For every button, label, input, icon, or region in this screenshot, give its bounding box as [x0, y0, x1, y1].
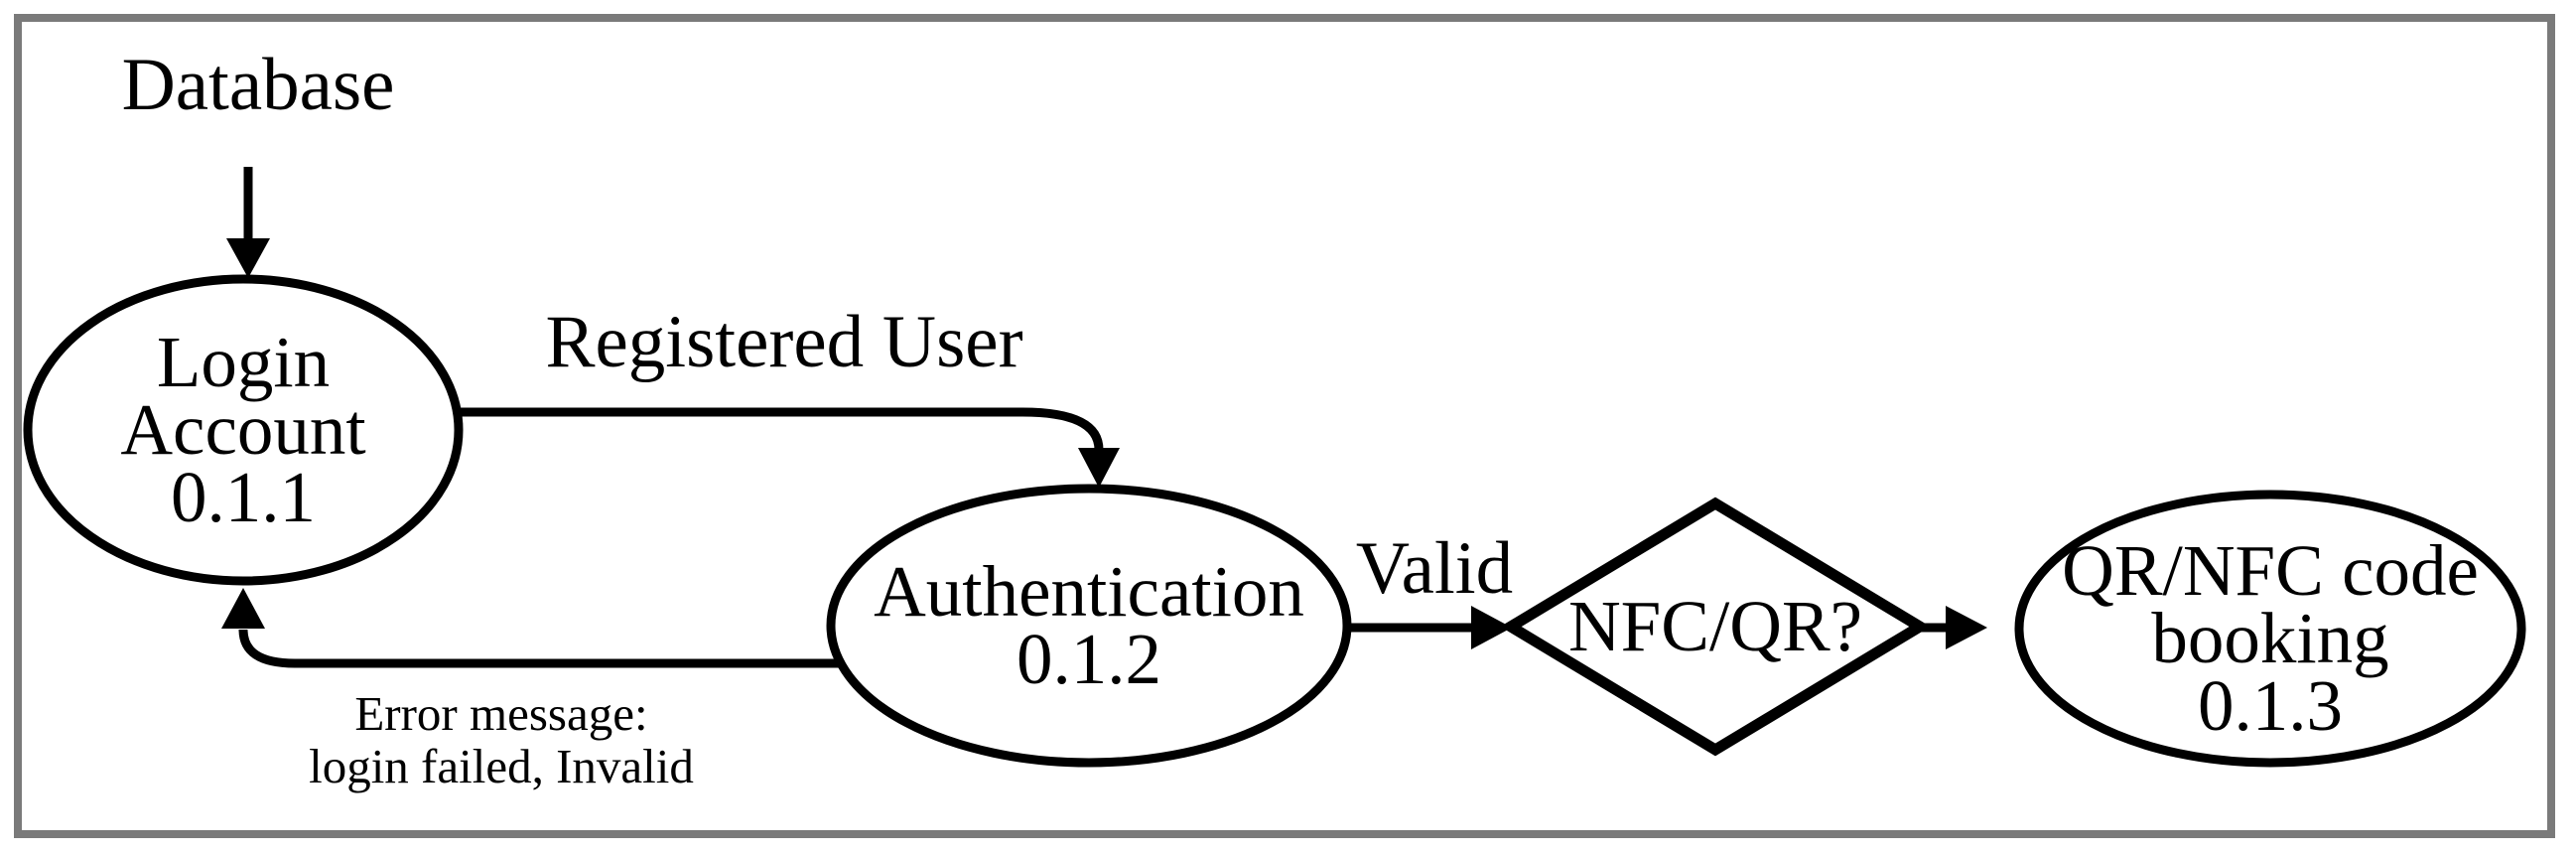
database-label: Database — [121, 44, 395, 126]
right-arrowhead-icon — [1946, 606, 1987, 649]
down-arrowhead-icon — [226, 238, 270, 278]
registered-user-edge-label: Registered User — [545, 301, 1023, 383]
login-account-node-label: Login Account 0.1.1 — [120, 322, 366, 537]
error-return-edge — [238, 629, 841, 668]
nfc-qr-decision-label: NFC/QR? — [1567, 586, 1863, 666]
diagram-frame — [14, 14, 2555, 838]
up-arrowhead-icon — [221, 588, 265, 629]
error-message-edge-label: Error message: login failed, Invalid — [309, 686, 694, 793]
down-arrowhead-icon — [1078, 448, 1120, 488]
login-account-ellipse — [23, 274, 464, 586]
qr-nfc-booking-ellipse — [2014, 490, 2526, 768]
registered-user-edge — [457, 407, 1104, 451]
nfc-qr-decision-diamond — [1500, 497, 1931, 757]
right-arrowhead-icon — [1471, 606, 1512, 649]
authentication-ellipse — [826, 484, 1352, 768]
authentication-node-label: Authentication 0.1.2 — [874, 551, 1304, 699]
qr-nfc-booking-node-label: QR/NFC code booking 0.1.3 — [2062, 530, 2479, 746]
valid-edge-label: Valid — [1355, 527, 1514, 610]
